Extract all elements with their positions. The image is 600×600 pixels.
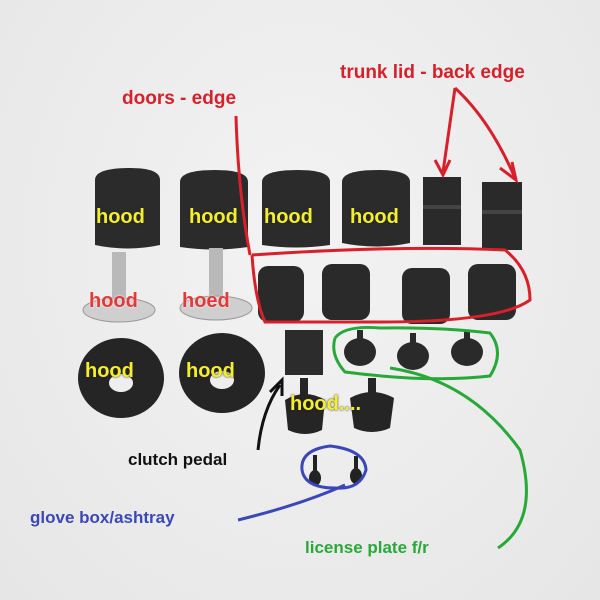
license-bumper-2: [397, 333, 429, 370]
clutch-pointer-arrow: [256, 376, 284, 451]
license-bumper-3: [451, 330, 483, 366]
hood-bolt-label-1: hood: [89, 290, 138, 312]
hood-bumper-3: [262, 170, 330, 248]
hood-round-label-2: hood: [186, 360, 235, 382]
doors-enclosure: [250, 246, 532, 324]
hood-label-4: hood: [350, 206, 399, 228]
trunk-arrow-2: [453, 86, 519, 184]
clutch-pedal-bumper: [285, 330, 323, 375]
glove-box-enclosure: [300, 444, 368, 490]
glove-box-label: glove box/ashtray: [30, 508, 175, 527]
hood-bolt-label-2: hoed: [182, 290, 230, 312]
hood-label-2: hood: [189, 206, 238, 228]
door-bumper-4: [468, 264, 516, 320]
hood-label-1: hood: [96, 206, 145, 228]
hood-round-label-1: hood: [85, 360, 134, 382]
doors-edge-label: doors - edge: [122, 88, 237, 109]
round-bumper-2: [179, 333, 265, 413]
license-pointer-line: [389, 366, 528, 550]
hood-bumper-1: [95, 168, 160, 249]
hood-bumper-2: [180, 170, 248, 250]
trunk-bumper-1: [423, 177, 461, 245]
glove-box-pointer-line: [237, 483, 346, 522]
door-bumper-3: [402, 268, 450, 324]
license-bumper-1: [344, 330, 376, 366]
hood-label-3: hood: [264, 206, 313, 228]
hood-bolt-2: [179, 248, 253, 321]
license-enclosure: [332, 326, 499, 381]
trunk-lid-label: trunk lid - back edge: [340, 62, 525, 83]
hood-small-bumper-1: [285, 378, 325, 434]
door-bumper-1: [258, 266, 304, 322]
trunk-arrow-1: [433, 87, 457, 179]
license-plate-label: license plate f/r: [305, 538, 429, 557]
round-bumper-1: [78, 338, 164, 418]
clutch-pedal-label: clutch pedal: [128, 450, 228, 469]
door-bumper-2: [322, 264, 370, 320]
doors-pointer-line: [234, 115, 252, 256]
hood-bumper-4: [342, 170, 410, 247]
hood-small-bumper-2: [350, 378, 394, 432]
trunk-bumper-2: [482, 182, 522, 250]
hood-bolt-1: [82, 252, 156, 323]
hood-small-label: hood....: [290, 393, 362, 415]
